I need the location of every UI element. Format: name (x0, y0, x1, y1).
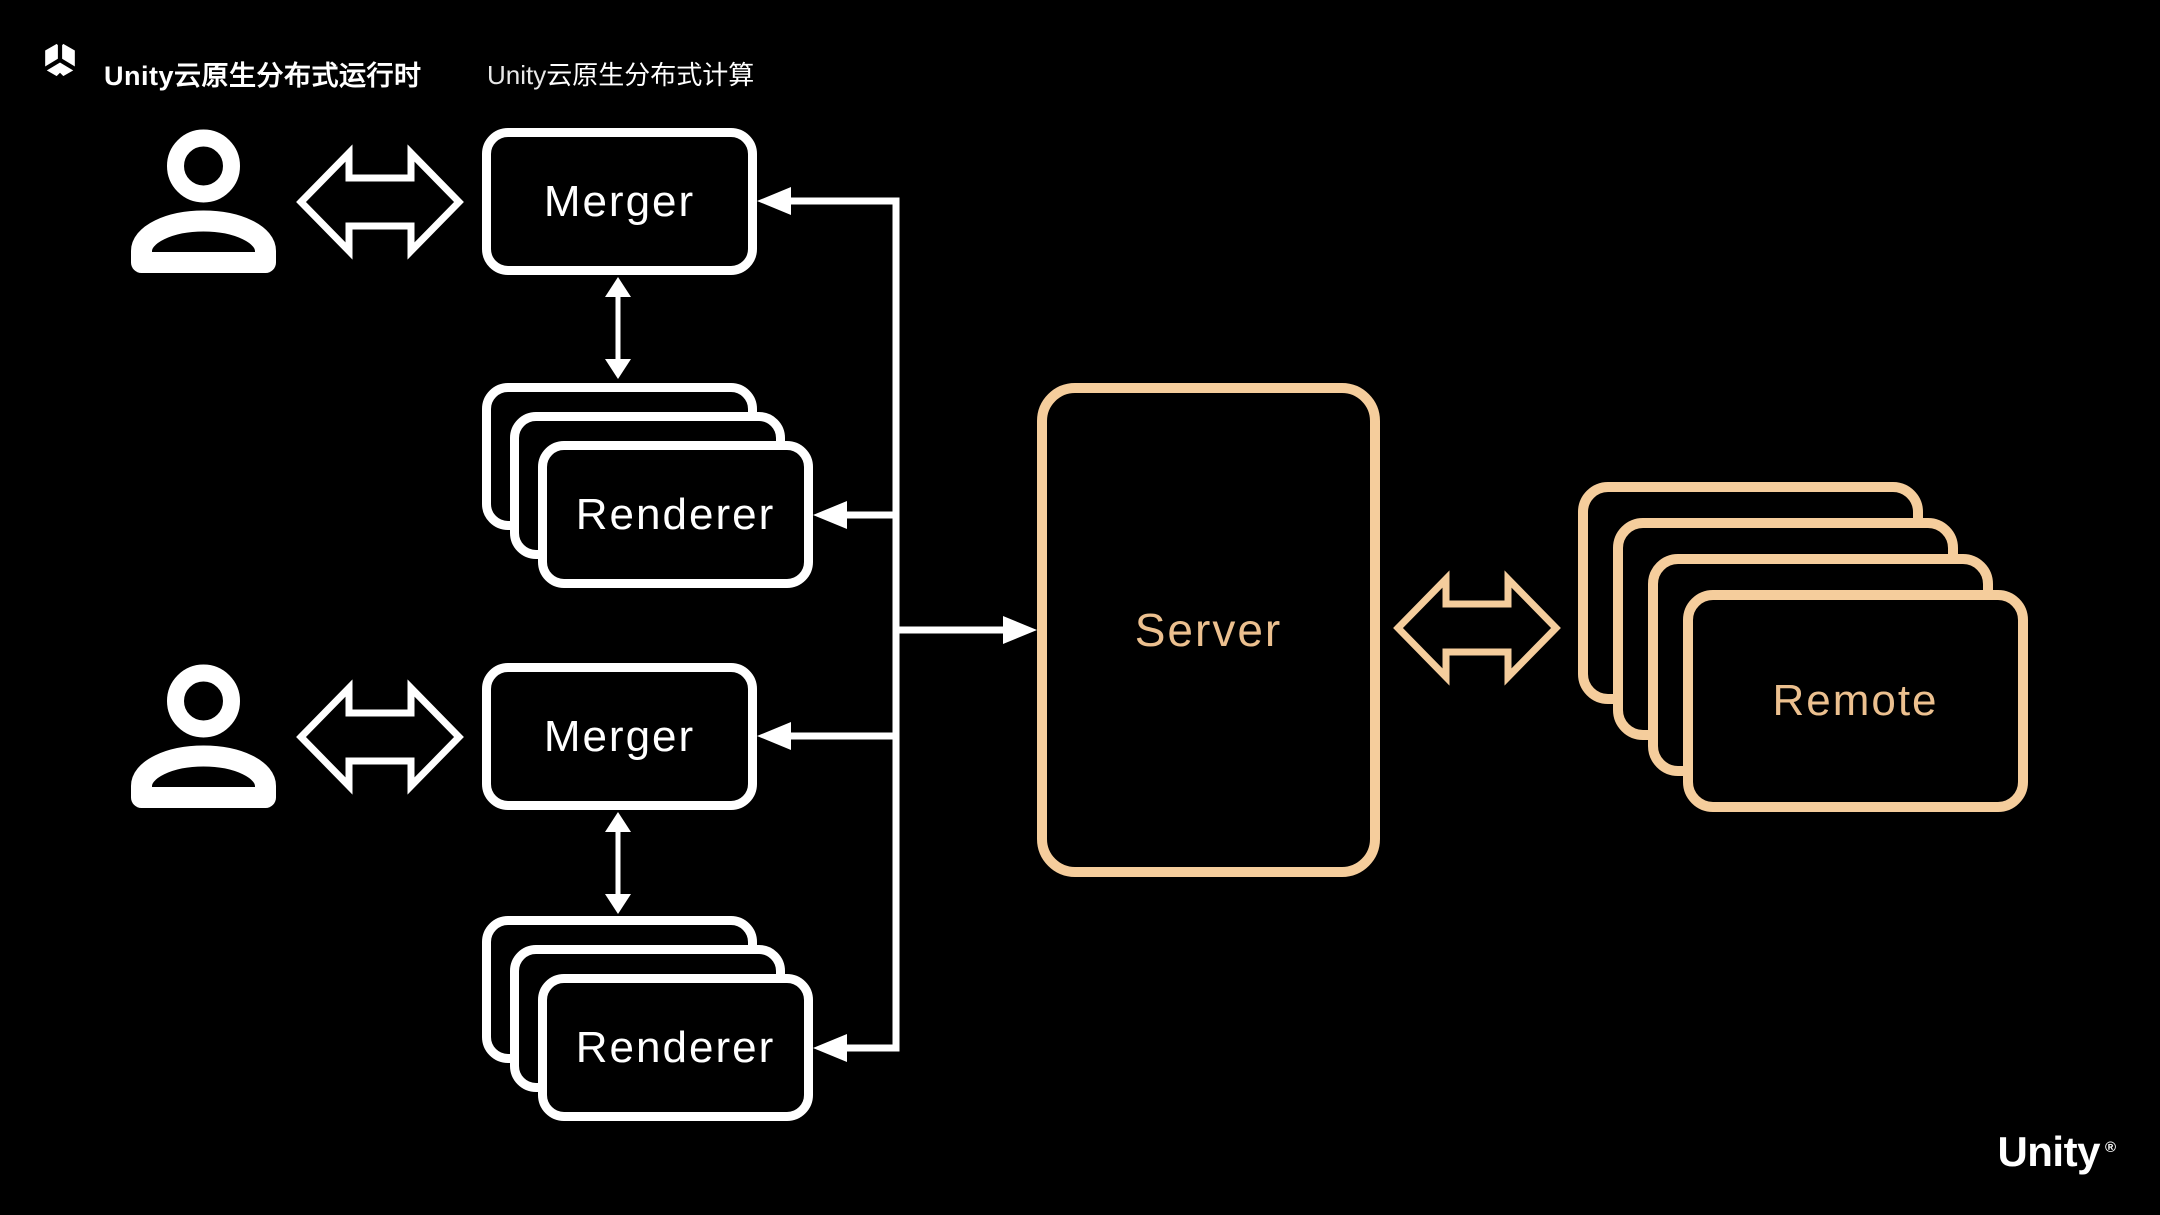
arrowhead-into-merger-2 (757, 722, 791, 750)
renderer-label: Renderer (575, 489, 776, 539)
renderer-stack-1-card-front: Renderer (538, 441, 813, 588)
unity-wordmark: Unity® (1997, 1128, 2116, 1176)
vertical-double-arrow-icon (605, 812, 631, 914)
unity-cube-logo-icon (43, 42, 77, 78)
bidirectional-arrow-icon (1398, 579, 1556, 677)
slide-subtitle-zh: 云原生分布式计算 (546, 60, 755, 90)
trunk-line (790, 197, 900, 1052)
server-label: Server (1134, 604, 1283, 656)
bidirectional-arrow-icon (301, 153, 459, 251)
server-node: Server (1037, 383, 1380, 877)
arrowhead-into-renderer-2 (813, 1034, 847, 1062)
person-icon (142, 673, 266, 798)
arrowhead-into-server (1003, 616, 1037, 644)
slide-subtitle-en: Unity (487, 60, 547, 90)
renderer-stack-2-card-front: Renderer (538, 974, 813, 1121)
merger-label: Merger (543, 711, 696, 761)
bidirectional-arrow-icon (301, 688, 459, 786)
remote-stack-card-front: Remote (1683, 590, 2028, 812)
unity-wordmark-text: Unity (1997, 1128, 2100, 1175)
person-icon (142, 138, 266, 263)
renderer-label: Renderer (575, 1022, 776, 1072)
arrowhead-into-merger-1 (757, 187, 791, 215)
merger-node-2: Merger (482, 663, 757, 810)
vertical-double-arrow-icon (605, 277, 631, 379)
registered-mark: ® (2104, 1139, 2116, 1156)
trunk-connector (790, 197, 1008, 1052)
slide-subtitle: Unity云原生分布式计算 (487, 55, 754, 92)
slide-title: Unity云原生分布式运行时 (104, 61, 422, 91)
connector-arrowheads (757, 187, 1037, 1062)
merger-label: Merger (543, 176, 696, 226)
remote-label: Remote (1772, 676, 1939, 725)
arrowhead-into-renderer-1 (813, 501, 847, 529)
merger-node-1: Merger (482, 128, 757, 275)
